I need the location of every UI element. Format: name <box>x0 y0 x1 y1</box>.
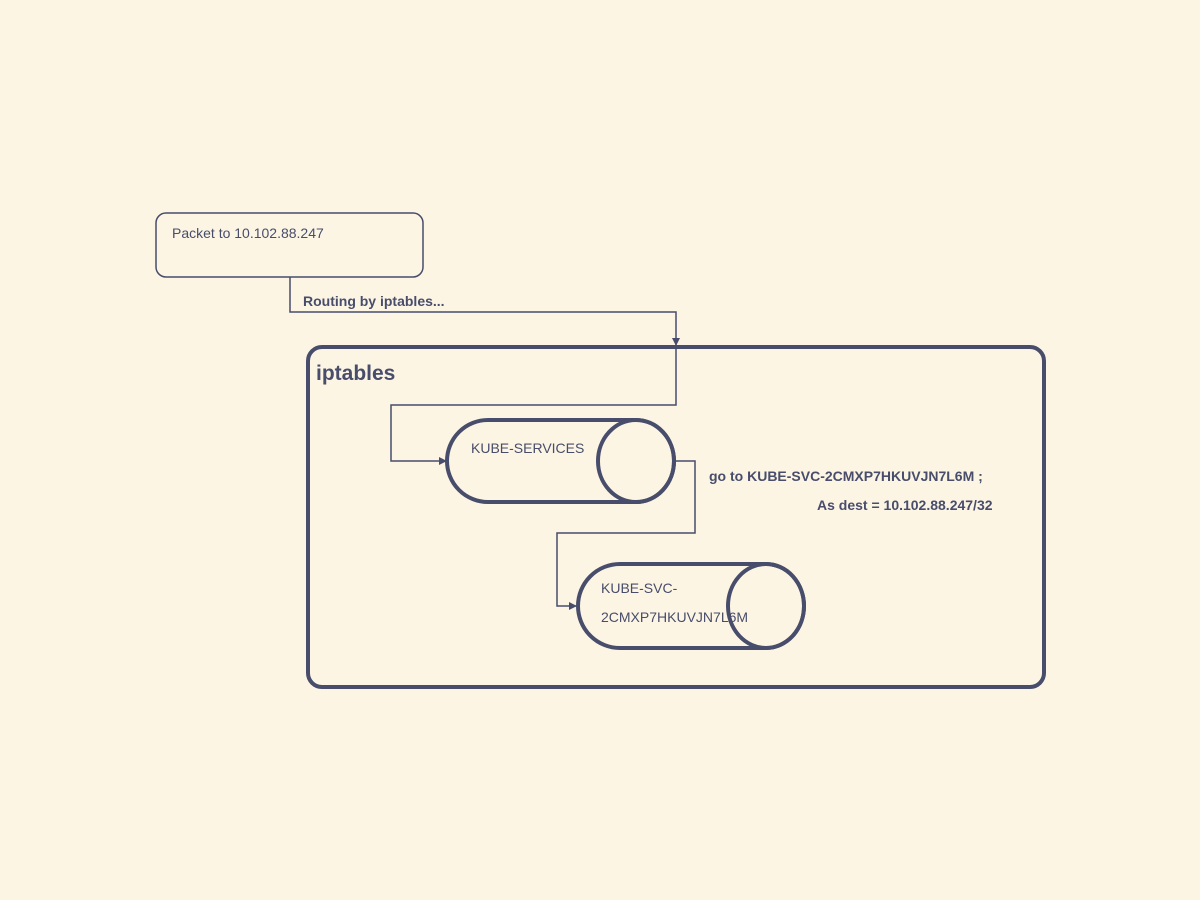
kube-svc-cylinder-body <box>576 562 806 650</box>
routing-label: Routing by iptables... <box>303 293 445 309</box>
kube-services-cylinder-end <box>596 418 676 504</box>
kube-services-cylinder-body <box>445 418 676 504</box>
connector-kube-services-to-kube-svc <box>556 460 696 610</box>
iptables-title: iptables <box>316 362 396 385</box>
connector-packet-to-iptables <box>289 277 680 346</box>
rule-dest-label: As dest = 10.102.88.247/32 <box>817 497 993 513</box>
packet-box <box>155 212 424 278</box>
rule-goto-label: go to KUBE-SVC-2CMXP7HKUVJN7L6M ; <box>709 468 983 484</box>
kube-services-label: KUBE-SERVICES <box>471 440 585 456</box>
kube-svc-chain <box>576 562 806 650</box>
connector-iptables-to-kube-services <box>390 347 677 465</box>
kube-svc-label-line2: 2CMXP7HKUVJN7L6M <box>601 609 749 625</box>
kube-services-chain <box>445 418 676 504</box>
packet-label: Packet to 10.102.88.247 <box>172 225 324 241</box>
kube-svc-cylinder-end <box>726 562 806 650</box>
kube-svc-label-line1: KUBE-SVC- <box>601 580 678 596</box>
